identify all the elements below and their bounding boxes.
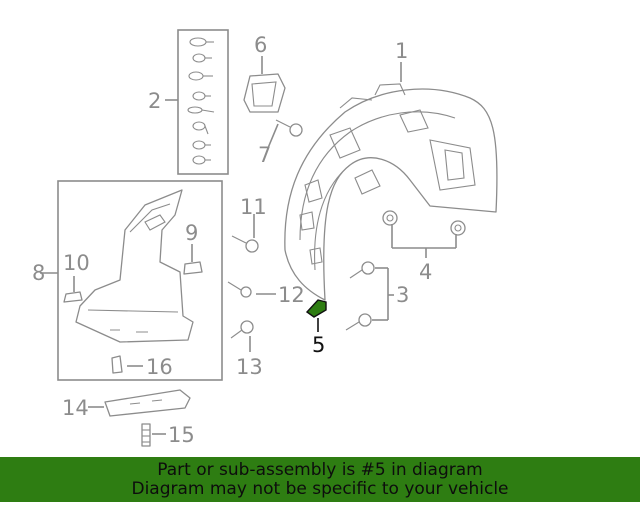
screw-part-13	[230, 320, 254, 339]
banner-line-1: Part or sub-assembly is #5 in diagram	[157, 460, 483, 480]
clip-part-16	[111, 355, 123, 374]
bracket-part-14	[104, 389, 191, 417]
callout-7: 7	[258, 143, 271, 167]
fender-liner	[284, 83, 498, 301]
leader-lines	[40, 56, 457, 435]
callout-labels: 1 2 6 7 11 9 8 10 4 12 3 5 13 16 14 15	[32, 33, 432, 447]
callout-6: 6	[254, 33, 267, 57]
screw-part-12	[227, 281, 252, 298]
splash-shield-kit	[57, 180, 223, 381]
fastener-kit	[177, 29, 229, 175]
callout-1: 1	[395, 39, 408, 63]
callout-5: 5	[312, 333, 325, 357]
callout-3: 3	[396, 283, 409, 307]
callout-16: 16	[146, 355, 173, 379]
bracket-part-6	[243, 73, 286, 113]
screw-part-7	[275, 119, 303, 137]
callout-9: 9	[185, 221, 198, 245]
callout-2: 2	[148, 89, 161, 113]
clip-part-9	[183, 261, 203, 275]
parts-diagram: 1 2 6 7 11 9 8 10 4 12 3 5 13 16 14 15	[32, 29, 498, 447]
callout-4: 4	[419, 260, 432, 284]
clip-part-5-highlighted[interactable]	[305, 299, 327, 318]
nuts-part-4	[382, 210, 466, 236]
callout-15: 15	[168, 423, 195, 447]
callout-8: 8	[32, 261, 45, 285]
part-info-banner: Part or sub-assembly is #5 in diagram Di…	[0, 457, 640, 502]
callout-10: 10	[63, 251, 90, 275]
clip-part-10	[63, 291, 83, 303]
callout-14: 14	[62, 396, 89, 420]
callout-12: 12	[278, 283, 305, 307]
screws-part-3	[345, 261, 375, 331]
screw-part-11	[231, 235, 259, 253]
banner-line-2: Diagram may not be specific to your vehi…	[131, 479, 509, 499]
callout-11: 11	[240, 195, 267, 219]
callout-13: 13	[236, 355, 263, 379]
bolt-part-15	[141, 423, 151, 447]
